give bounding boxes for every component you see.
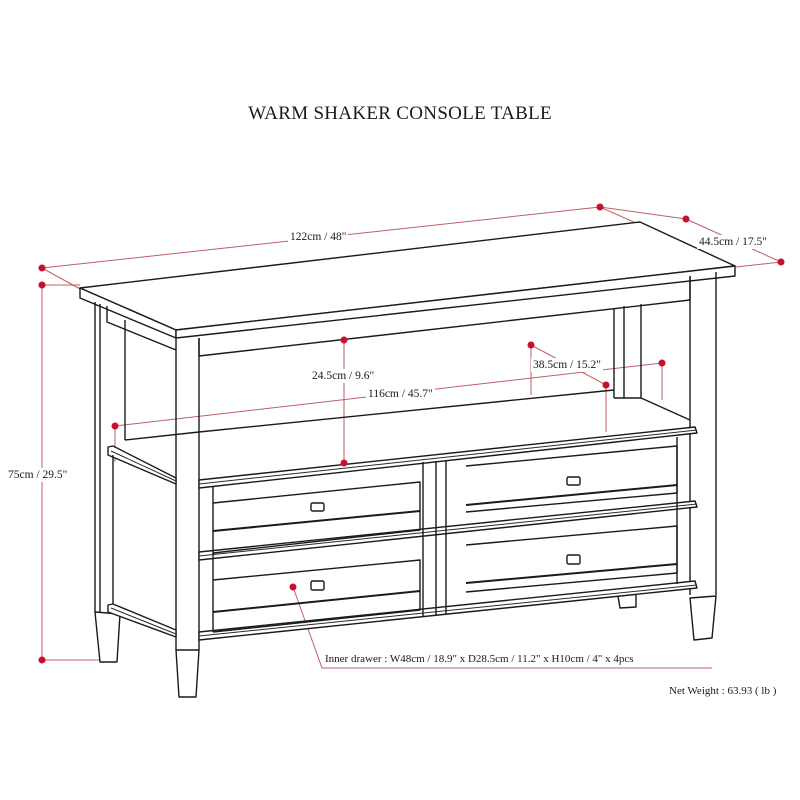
shelf-clearance-label: 24.5cm / 9.6" <box>310 369 377 383</box>
shelf-width-label: 116cm / 45.7" <box>366 387 435 401</box>
drawer-top-left[interactable] <box>212 481 421 554</box>
drawer-handle-icon <box>310 502 325 512</box>
shelf-depth-label: 38.5cm / 15.2" <box>531 358 603 372</box>
drawer-handle-icon <box>566 476 581 486</box>
depth-dimension-label: 44.5cm / 17.5" <box>697 235 769 249</box>
inner-drawer-label: Inner drawer : W48cm / 18.9" x D28.5cm /… <box>323 652 636 666</box>
drawer-bottom-right[interactable] <box>465 525 678 593</box>
net-weight-label: Net Weight : 63.93 ( lb ) <box>667 684 779 698</box>
drawer-handle-icon <box>566 554 581 565</box>
table-frame <box>79 221 736 698</box>
dimension-dots <box>38 203 785 664</box>
height-dimension-label: 75cm / 29.5" <box>6 468 70 482</box>
width-dimension-label: 122cm / 48" <box>288 230 349 244</box>
drawer-top-right[interactable] <box>465 445 678 513</box>
drawer-handle-icon <box>310 580 325 591</box>
diagram-title: WARM SHAKER CONSOLE TABLE <box>248 103 552 124</box>
drawer-bottom-left[interactable] <box>212 559 421 633</box>
